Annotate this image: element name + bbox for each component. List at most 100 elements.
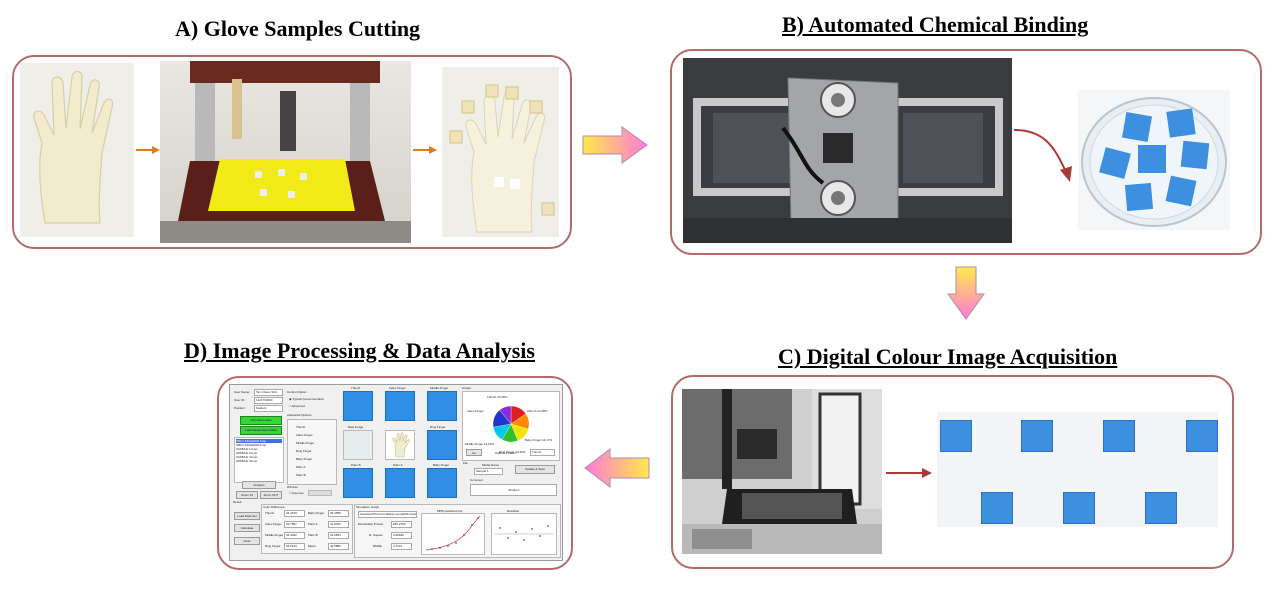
advanced-item[interactable]: Ring Finger	[296, 449, 312, 453]
swatch-baby	[427, 468, 457, 498]
sample-square	[1063, 492, 1095, 524]
graph1-title: MPB predicted plot	[437, 509, 463, 513]
pie-label-middle: Middle Finger 14.02%	[465, 442, 495, 446]
cnc-cutter-photo	[160, 61, 411, 243]
arrow-cnc-to-samples	[413, 143, 437, 161]
calculate-button[interactable]: Calculate	[234, 524, 260, 532]
label-raw: Raw Image	[348, 425, 364, 429]
user-id-field[interactable]: 1121700000	[254, 397, 283, 404]
result-thumb-value: 34.4679	[284, 510, 305, 517]
output-label: Output	[462, 386, 472, 390]
pie-label-palm-a: Palm A 14.28%	[527, 409, 548, 413]
comment-field[interactable]: Model A	[470, 484, 557, 496]
position-field[interactable]: Student	[254, 405, 283, 412]
raw-image-preview	[343, 430, 373, 460]
arrow-camera-to-sheet	[886, 466, 932, 484]
image-file-list[interactable]: SBC1 IMAGE001.bmp SBC1 IMAGE002.bmp SAMP…	[234, 437, 284, 483]
title-image-acquisition: C) Digital Colour Image Acquisition	[778, 344, 1118, 369]
file-list-item[interactable]: SAMPLE 4.bmp	[236, 459, 258, 463]
arrow-c-to-d	[584, 447, 650, 493]
radio-typical[interactable]: ◉ Typical (recommended)	[289, 397, 324, 401]
add-new-image-button[interactable]: Add New Image	[240, 416, 282, 425]
advanced-item[interactable]: Index Finger	[296, 433, 313, 437]
result-label: Result	[233, 500, 242, 504]
window-slider[interactable]	[308, 490, 332, 496]
file-list-item[interactable]: SAMPLE 3.bmp	[236, 455, 258, 459]
update-save-button[interactable]: Update & Save	[515, 465, 555, 474]
color-difference-box: Color Difference Thumb 34.4679 Index Fin…	[261, 504, 353, 554]
equation-select[interactable]: Gaussian/Polynomial/Exponential/Sinusoid…	[358, 511, 417, 518]
residual-plot	[491, 513, 557, 555]
advanced-item[interactable]: Palm A	[296, 465, 306, 469]
r-square-value: 0.99630	[391, 532, 412, 539]
user-name-label: User Name:	[234, 390, 251, 394]
swatch-ring	[427, 430, 457, 460]
advanced-options-list[interactable]: Thumb Index Finger Middle Finger Ring Fi…	[287, 419, 337, 485]
sample-square	[940, 420, 972, 452]
result-palm-a-value: 31.8702	[328, 521, 349, 528]
zoom-out-button[interactable]: Zoom OUT	[260, 491, 282, 499]
remove-label: Remove	[292, 491, 304, 495]
r-square-label: R- Square	[369, 533, 383, 537]
title-glove-cutting: A) Glove Samples Cutting	[175, 16, 421, 41]
pie-slice-palm-b	[499, 405, 512, 425]
advanced-item[interactable]: Thumb	[296, 425, 306, 429]
file-label: File	[463, 461, 468, 465]
go-button[interactable]: Go	[466, 449, 482, 456]
window-label: Window	[287, 485, 298, 489]
advanced-options-label: Advanced Options	[287, 413, 312, 417]
arrow-binding-to-petri	[1013, 126, 1078, 191]
pie-label-baby: Baby Finger 14.17%	[525, 438, 553, 442]
sample-square	[1145, 492, 1177, 524]
swatch-thumb	[343, 391, 373, 421]
advanced-item[interactable]: Middle Finger	[296, 441, 315, 445]
position-label: Position:	[234, 406, 246, 410]
result-baby-label: Baby Finger	[308, 511, 325, 515]
analysis-button[interactable]: Analysis	[242, 481, 276, 489]
title-chemical-binding: B) Automated Chemical Binding	[782, 12, 1089, 37]
result-index-value: 32.7857	[284, 521, 305, 528]
file-list-item[interactable]: SBC1 IMAGE002.bmp	[236, 443, 267, 447]
control-option-label: Control Option	[287, 390, 307, 394]
arrow-a-to-b	[582, 126, 648, 169]
arrow-glove-to-cnc	[136, 143, 160, 161]
radio-advanced[interactable]: ○ Advanced	[289, 404, 305, 408]
user-name-field[interactable]: Tan Chean Shin	[254, 389, 283, 396]
sample-sheet-photo	[937, 412, 1218, 527]
advanced-item[interactable]: Baby Finger	[296, 457, 313, 461]
swatch-middle	[427, 391, 457, 421]
clear-button[interactable]: Clear	[234, 537, 260, 545]
label-middle: Middle Finger	[430, 386, 449, 390]
load-saved-data-button[interactable]: Load Saved Set of Data	[240, 426, 282, 435]
pie-label-ring: Ring Finger 14.40%	[499, 450, 526, 454]
radio-advanced-label: Advanced	[291, 404, 305, 408]
title-image-processing: D) Image Processing & Data Analysis	[184, 338, 535, 363]
analysis-gui-screenshot: User Name: Tan Chean Shin User ID: 11217…	[229, 384, 563, 561]
advanced-item[interactable]: Palm B	[296, 473, 306, 477]
label-index: Index Finger	[389, 386, 406, 390]
file-list-item[interactable]: SAMPLE 1.bmp	[236, 447, 258, 451]
sample-square	[1186, 420, 1218, 452]
pie-label-index: Index Finger	[467, 409, 484, 413]
arrow-b-to-c	[947, 266, 985, 325]
result-middle-value: 32.4462	[284, 532, 305, 539]
graph2-title: Residual	[507, 509, 519, 513]
model-name-field[interactable]: Sample 1	[474, 468, 503, 475]
sample-square	[981, 492, 1013, 524]
file-list-item[interactable]: SBC1 IMAGE001.bmp	[236, 439, 282, 443]
acquisition-setup-photo	[682, 389, 882, 554]
swatch-palm-a	[385, 468, 415, 498]
remove-checkbox[interactable]: ☐ Remove	[289, 491, 304, 495]
label-palm-b: Palm B	[351, 463, 361, 467]
radio-typical-label: Typical (recommended)	[292, 397, 324, 401]
result-ring-label: Ring Finger	[265, 544, 281, 548]
swatch-palm-b	[343, 468, 373, 498]
color-difference-label: Color Difference	[263, 505, 285, 509]
load-data-set-button[interactable]: Load Data Set	[234, 512, 260, 520]
user-id-label: User ID:	[234, 398, 246, 402]
label-thumb: Thumb	[351, 386, 361, 390]
result-baby-value: 33.4586	[328, 510, 349, 517]
result-mean-label: Mean	[308, 544, 316, 548]
zoom-in-button[interactable]: Zoom IN	[236, 491, 258, 499]
file-list-item[interactable]: SAMPLE 2.bmp	[236, 451, 258, 455]
